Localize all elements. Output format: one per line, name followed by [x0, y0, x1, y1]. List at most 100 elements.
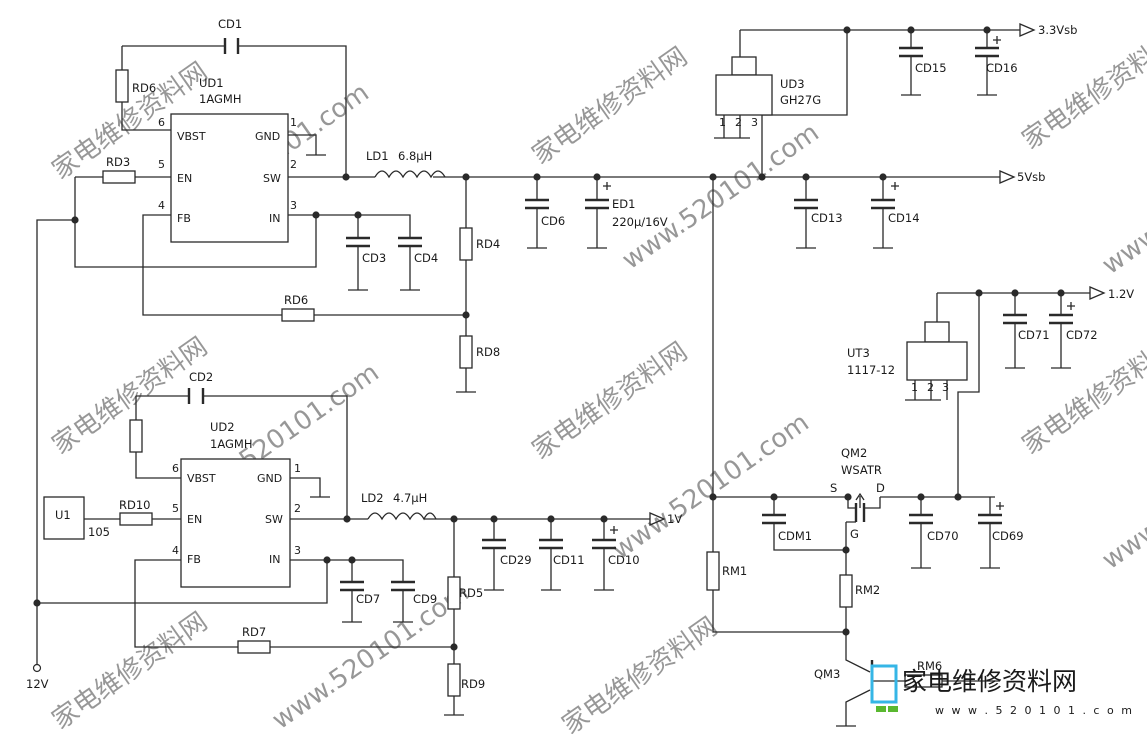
- resistor-rd5: RD5: [447, 576, 483, 610]
- ud2-section: CD2 UD2 1AGMH VBST GND EN SW FB IN 6 5 4…: [43, 370, 682, 716]
- svg-text:EN: EN: [177, 172, 192, 185]
- svg-text:2: 2: [290, 158, 297, 171]
- svg-text:CD7: CD7: [356, 592, 380, 606]
- svg-text:3: 3: [294, 544, 301, 557]
- svg-text:RD4: RD4: [476, 237, 500, 251]
- svg-text:220μ/16V: 220μ/16V: [612, 215, 668, 229]
- junction-dots: [33, 26, 1065, 651]
- capacitor-cd11: CD11: [539, 519, 585, 591]
- rail-5vsb: 5Vsb CD6 ED1 220μ/16V CD13 CD14: [433, 170, 1045, 249]
- svg-text:3.3Vsb: 3.3Vsb: [1038, 23, 1077, 37]
- svg-text:RD9: RD9: [461, 677, 485, 691]
- resistor-rd8: RD8: [459, 335, 500, 369]
- resistor-rd7: RD7: [237, 625, 271, 654]
- svg-text:CD10: CD10: [608, 553, 640, 567]
- capacitor-cd6: CD6: [525, 177, 565, 249]
- svg-text:FB: FB: [187, 553, 201, 566]
- capacitor-cd15: CD15: [899, 30, 947, 96]
- capacitor-cd7: CD7: [340, 580, 380, 623]
- resistor-rd6-bottom: RD6: [281, 293, 315, 322]
- watermark-cn: 家电维修资料网: [47, 607, 213, 736]
- component-u1: U1 105: [43, 496, 110, 540]
- svg-text:IN: IN: [269, 553, 280, 566]
- resistor-rd-ud2-vbst: [129, 419, 143, 453]
- capacitor-cd9: CD9: [391, 580, 437, 623]
- resistor-rd6-top: RD6: [115, 69, 156, 103]
- ud1-section: CD1 RD6 UD1 1AGMH VBST GND EN SW FB IN 6…: [74, 17, 500, 393]
- svg-text:RD6: RD6: [284, 293, 308, 307]
- watermark-cn: 家电维修资料网: [1017, 332, 1147, 461]
- svg-text:UD3: UD3: [780, 77, 805, 91]
- svg-text:RD7: RD7: [242, 625, 266, 639]
- svg-text:CD3: CD3: [362, 251, 386, 265]
- svg-text:RD5: RD5: [459, 586, 483, 600]
- svg-text:CD6: CD6: [541, 214, 565, 228]
- svg-text:2: 2: [927, 381, 934, 394]
- mosfet-qm2: QM2 WSATR S D G: [830, 446, 885, 550]
- watermark-site: www.520101.com: [1097, 418, 1147, 576]
- svg-text:EN: EN: [187, 513, 202, 526]
- svg-text:U1: U1: [55, 508, 71, 522]
- svg-text:105: 105: [88, 525, 110, 539]
- svg-text:5: 5: [172, 502, 179, 515]
- site-logo: 家电维修资料网 w w w . 5 2 0 1 0 1 . c o m: [870, 664, 1134, 717]
- inductor-ld2: LD2 4.7μH: [361, 491, 437, 521]
- resistor-rd3: RD3: [102, 155, 136, 184]
- svg-text:6.8μH: 6.8μH: [398, 149, 432, 163]
- capacitor-cd14: CD14: [871, 177, 920, 249]
- svg-text:S: S: [830, 481, 837, 495]
- svg-text:CD69: CD69: [992, 529, 1024, 543]
- svg-text:1: 1: [290, 116, 297, 129]
- svg-text:6: 6: [158, 116, 165, 129]
- resistor-rd10: RD10: [119, 498, 153, 526]
- svg-text:CD70: CD70: [927, 529, 959, 543]
- svg-text:CD14: CD14: [888, 211, 920, 225]
- svg-text:IN: IN: [269, 212, 280, 225]
- svg-text:LD1: LD1: [366, 149, 389, 163]
- svg-text:1AGMH: 1AGMH: [210, 437, 252, 451]
- svg-text:4: 4: [172, 544, 179, 557]
- ud3-section: 3.3Vsb UD3 GH27G 1 2 3 CD15 CD16: [714, 23, 1077, 177]
- svg-text:CDM1: CDM1: [778, 529, 812, 543]
- watermark-site: www.520101.com: [1097, 123, 1147, 281]
- svg-text:CD9: CD9: [413, 592, 437, 606]
- svg-text:RD6: RD6: [132, 81, 156, 95]
- svg-text:UT3: UT3: [847, 346, 870, 360]
- ic-ud2: UD2 1AGMH VBST GND EN SW FB IN 6 5 4 1 2…: [172, 420, 301, 588]
- svg-text:WSATR: WSATR: [841, 463, 882, 477]
- logo-url: w w w . 5 2 0 1 0 1 . c o m: [935, 704, 1134, 717]
- power-switch-section: RM1 CDM1 QM2 WSATR S D G RM2 CD: [706, 177, 1134, 727]
- svg-text:G: G: [850, 527, 859, 541]
- ic-ut3: UT3 1117-12 1 2 3: [847, 321, 968, 401]
- capacitor-cd72: CD72: [1049, 293, 1098, 369]
- svg-text:CD71: CD71: [1018, 328, 1050, 342]
- svg-text:CD1: CD1: [218, 17, 242, 31]
- capacitor-cdm1: CDM1: [762, 497, 846, 551]
- svg-text:1AGMH: 1AGMH: [199, 92, 241, 106]
- capacitor-cd69: CD69: [978, 497, 1024, 569]
- svg-text:GH27G: GH27G: [780, 93, 821, 107]
- svg-text:CD2: CD2: [189, 370, 213, 384]
- svg-text:3: 3: [751, 116, 758, 129]
- svg-text:UD2: UD2: [210, 420, 235, 434]
- svg-text:VBST: VBST: [187, 472, 216, 485]
- watermark-site: www.520101.com: [617, 118, 825, 276]
- capacitor-cd13: CD13: [794, 177, 843, 249]
- svg-text:4.7μH: 4.7μH: [393, 491, 427, 505]
- svg-text:CD29: CD29: [500, 553, 532, 567]
- svg-text:CD15: CD15: [915, 61, 947, 75]
- capacitor-cd2: CD2: [187, 370, 213, 404]
- capacitor-cd1: CD1: [218, 17, 242, 54]
- capacitor-cd10: CD10: [592, 519, 640, 591]
- svg-text:CD72: CD72: [1066, 328, 1098, 342]
- svg-text:CD4: CD4: [414, 251, 438, 265]
- svg-text:2: 2: [735, 116, 742, 129]
- watermark-cn: 家电维修资料网: [557, 612, 723, 736]
- svg-text:3: 3: [290, 199, 297, 212]
- resistor-rm6: RM6: [904, 659, 943, 688]
- svg-text:GND: GND: [257, 472, 282, 485]
- svg-text:5: 5: [158, 158, 165, 171]
- resistor-rd4: RD4: [459, 227, 500, 261]
- svg-text:1: 1: [911, 381, 918, 394]
- watermark-cn: 家电维修资料网: [1017, 27, 1147, 156]
